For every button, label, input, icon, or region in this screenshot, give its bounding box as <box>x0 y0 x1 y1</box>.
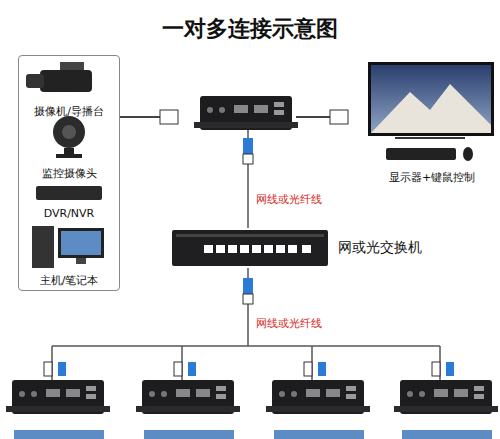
node-label: 监控摄像头 <box>19 166 119 181</box>
network-cable <box>52 130 440 380</box>
hdmi-plug <box>330 110 348 124</box>
transmitter <box>194 96 298 130</box>
node-label: 网或光交换机 <box>338 239 422 257</box>
webcam-icon <box>53 116 85 158</box>
display-group: 显示器+键鼠控制 <box>366 58 498 190</box>
pc-icon <box>32 226 104 268</box>
diagram-title: 一对多连接示意图 <box>0 14 500 44</box>
camera-icon <box>26 62 92 92</box>
source-frame: 摄像机/导播台监控摄像头 DVR/NVR 主机/笔记本 <box>18 55 120 291</box>
switch-icon <box>172 230 328 266</box>
tv-icon <box>368 62 494 161</box>
fiber-connector <box>243 138 253 304</box>
cable-label: 网线或光纤线 <box>256 316 322 331</box>
node-label: 主机/笔记本 <box>19 273 119 288</box>
node-label: DVR/NVR <box>19 207 119 220</box>
cable-label: 网线或光纤线 <box>256 192 322 207</box>
switch-group: 网或光交换机 <box>170 228 442 268</box>
node-label: 显示器+键鼠控制 <box>366 170 498 185</box>
dvr-icon <box>36 186 102 200</box>
hdmi-plug <box>160 110 178 124</box>
receiver <box>6 362 498 439</box>
node-label: 摄像机/导播台 <box>19 104 119 119</box>
